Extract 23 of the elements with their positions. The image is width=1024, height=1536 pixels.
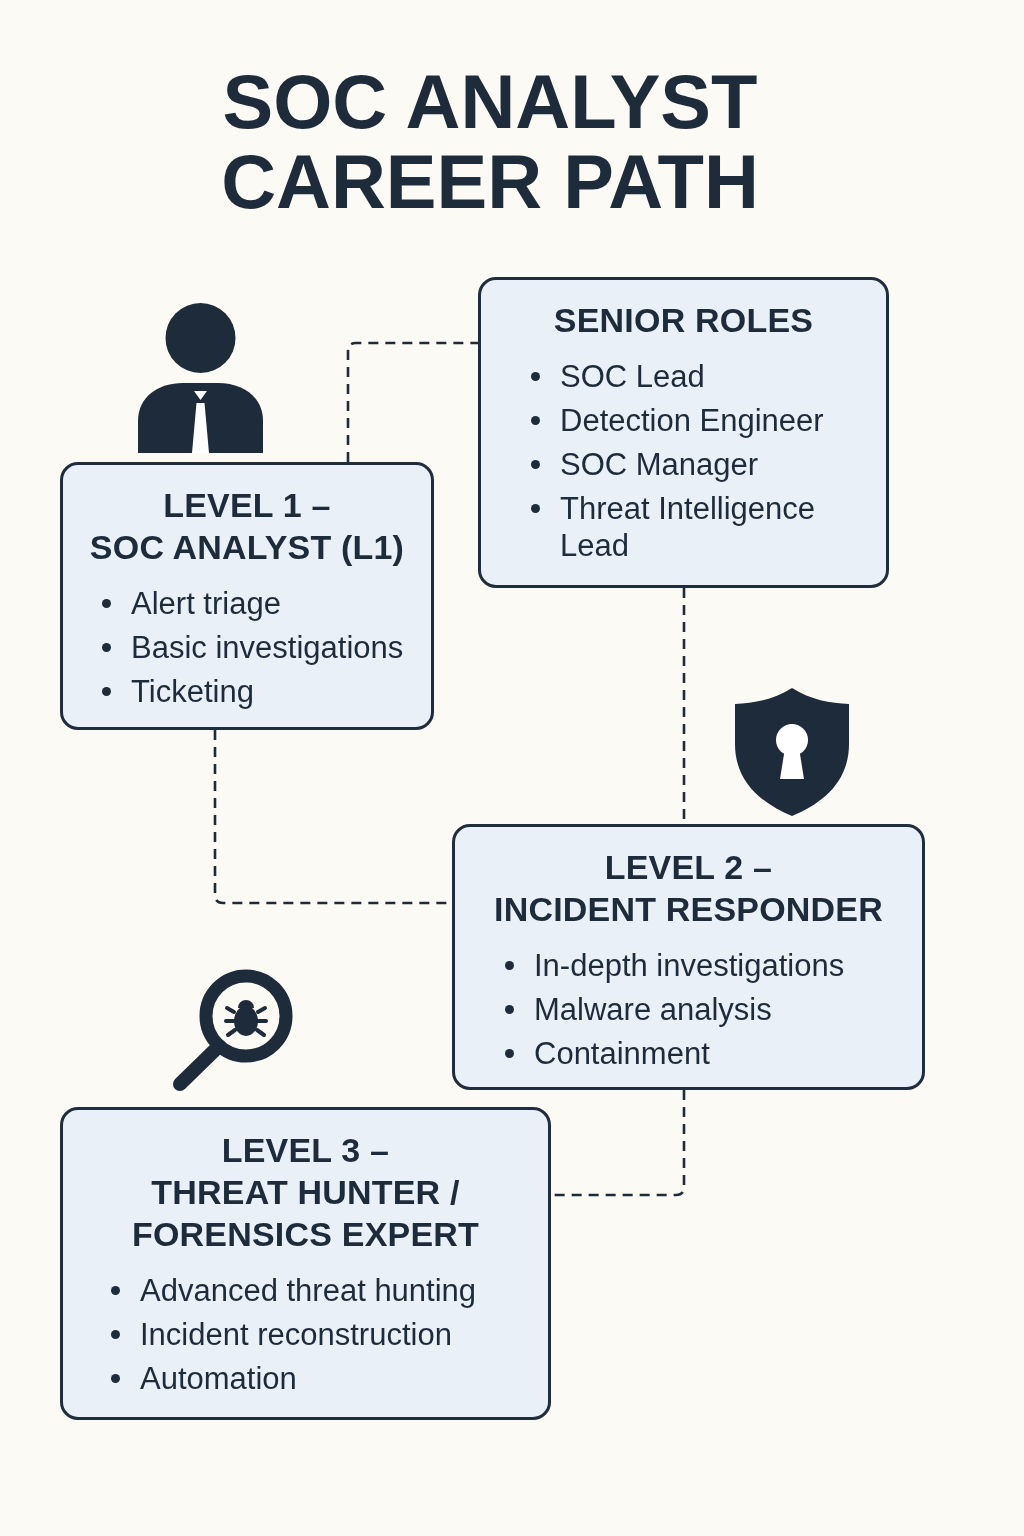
bullet-item: SOC Lead [531,358,705,395]
bullet-item: Automation [111,1360,297,1397]
role-card [60,1107,551,1420]
role-card [478,277,889,588]
bullet-item: Threat Intelligence Lead [531,490,851,564]
bullet-item: Malware analysis [505,991,772,1028]
bullet-item: SOC Manager [531,446,759,483]
bullet-item: In-depth investigations [505,947,845,984]
bullet-item: Detection Engineer [531,402,824,439]
card-heading: LEVEL 3 – THREAT HUNTER / FORENSICS EXPERT [130,1130,480,1255]
card-heading: LEVEL 2 – INCIDENT RESPONDER [493,847,884,930]
card-heading: LEVEL 1 – SOC ANALYST (L1) [88,485,406,568]
bullet-item: Basic investigations [102,629,404,666]
bullet-item: Advanced threat hunting [111,1272,477,1309]
dashed-connector [346,341,478,462]
card-heading: SENIOR ROLES [552,300,815,341]
diagram-title: SOC ANALYST CAREER PATH [220,62,760,222]
bullet-item: Containment [505,1035,710,1072]
bullet-item: Incident reconstruction [111,1316,452,1353]
bullet-item: Alert triage [102,585,281,622]
role-card [452,824,925,1090]
role-card [60,462,434,730]
bullet-item: Ticketing [102,673,254,710]
